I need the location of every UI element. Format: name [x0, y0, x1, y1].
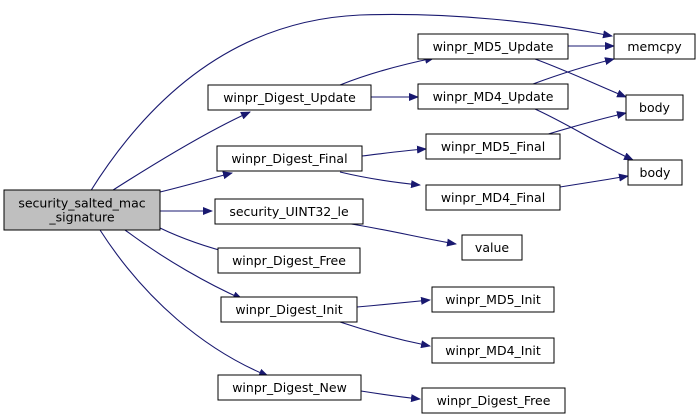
node-winpr-digest-init[interactable]: winpr_Digest_Init [220, 296, 358, 323]
edge-md4-update-body2 [534, 108, 634, 161]
edge-root-digest-init [124, 229, 243, 300]
edge-digest-update-md5-update [339, 55, 435, 86]
edge-digest-init-md4-init [339, 321, 431, 349]
node-winpr-digest-new[interactable]: winpr_Digest_New [217, 374, 362, 401]
node-label: winpr_Digest_Final [231, 151, 347, 166]
node-label: winpr_MD5_Init [445, 292, 541, 307]
edge-root-digest-update [109, 111, 251, 193]
node-winpr-md4-final[interactable]: winpr_MD4_Final [425, 184, 561, 211]
edge-uint32-value [344, 222, 457, 247]
node-winpr-md5-update[interactable]: winpr_MD5_Update [417, 33, 569, 60]
node-winpr-digest-free[interactable]: winpr_Digest_Free [217, 247, 361, 274]
node-label: winpr_Digest_New [232, 380, 347, 395]
node-winpr-digest-final[interactable]: winpr_Digest_Final [216, 145, 363, 172]
node-label-line-2: _signature [48, 210, 114, 225]
edge-digest-init-md5-init [356, 296, 431, 308]
edge-root-digest-new [99, 229, 269, 377]
edge-digest-final-md5-final [361, 145, 427, 157]
edge-md5-final-body1 [544, 111, 627, 136]
node-body-1[interactable]: body [625, 94, 684, 121]
node-label: winpr_MD5_Update [433, 39, 554, 54]
node-label: winpr_MD4_Init [445, 343, 541, 358]
node-winpr-digest-update[interactable]: winpr_Digest_Update [207, 84, 372, 111]
edge-md5-update-body1 [534, 58, 627, 98]
edge-md4-final-body2 [559, 173, 629, 188]
edge-root-digest-final [159, 171, 233, 193]
node-label: winpr_MD4_Final [441, 190, 545, 205]
node-label: memcpy [627, 39, 682, 54]
node-label: value [475, 240, 509, 255]
node-label: body [639, 100, 671, 115]
edge-root-memcpy [89, 13, 613, 193]
node-label: winpr_Digest_Free [437, 393, 551, 408]
node-label: winpr_Digest_Init [235, 302, 342, 317]
node-label: winpr_Digest_Free [232, 253, 346, 268]
node-security-salted-mac-signature[interactable]: security_salted_mac _signature [3, 189, 161, 231]
node-label: winpr_MD4_Update [433, 89, 554, 104]
node-label: winpr_MD5_Final [441, 139, 545, 154]
node-winpr-digest-free-2[interactable]: winpr_Digest_Free [421, 387, 566, 414]
node-label: winpr_Digest_Update [223, 90, 356, 105]
node-winpr-md4-update[interactable]: winpr_MD4_Update [417, 83, 569, 110]
node-body-2[interactable]: body [627, 159, 683, 186]
node-memcpy[interactable]: memcpy [613, 33, 696, 60]
node-security-uint32-le[interactable]: security_UINT32_le [214, 198, 364, 225]
node-label: body [640, 165, 672, 180]
edge-digest-new-digest-free [360, 390, 421, 403]
node-winpr-md5-init[interactable]: winpr_MD5_Init [431, 286, 555, 313]
node-label-line-1: security_salted_mac [18, 196, 145, 211]
node-value[interactable]: value [461, 234, 523, 261]
node-label: security_UINT32_le [229, 204, 349, 219]
edge-digest-final-md4-final [339, 171, 421, 189]
node-winpr-md4-init[interactable]: winpr_MD4_Init [431, 337, 555, 364]
node-winpr-md5-final[interactable]: winpr_MD5_Final [425, 133, 561, 160]
edge-md4-update-memcpy [532, 57, 615, 85]
